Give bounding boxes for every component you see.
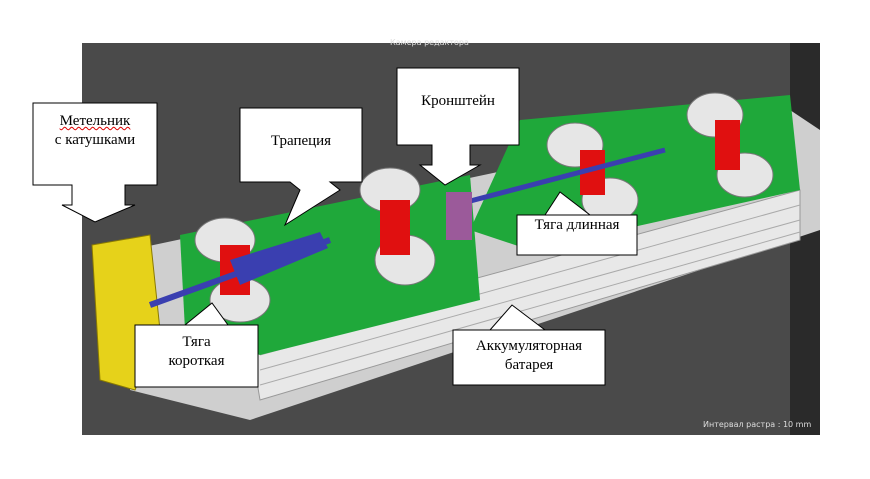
long-rod [454,147,666,208]
grid-interval-label: Интервал растра : 10 mm [703,420,812,429]
callout-text: короткая [168,353,225,369]
bracket-part [446,192,472,240]
callout-tyaga-korotkaya: Тяга короткая [135,333,258,371]
callout-tyaga-dlinnaya: Тяга длинная [517,216,637,235]
callout-text: Метельник [59,113,131,129]
callout-metelnik: Метельник с катушками [33,112,157,150]
callout-akb: Аккумуляторная батарея [453,337,605,375]
callout-shapes [32,67,638,388]
callout-text: Тяга [182,334,211,350]
trapezia-part [230,232,328,285]
callout-text: с катушками [54,132,136,148]
callout-text: батарея [504,357,554,373]
callout-text: Кронштейн [421,93,495,109]
wheels [194,92,774,323]
callout-kronshtein: Кронштейн [397,92,519,111]
viewport-title: Камера редактора [390,38,469,47]
callout-trapezia: Трапеция [240,132,362,151]
callout-text: Тяга длинная [534,217,620,233]
callout-text: Трапеция [270,133,332,149]
callout-text: Аккумуляторная [475,338,583,354]
